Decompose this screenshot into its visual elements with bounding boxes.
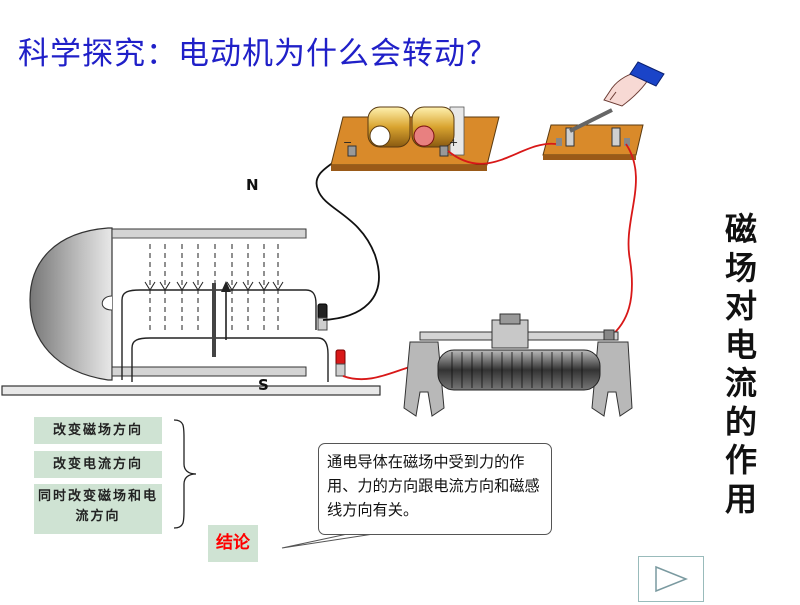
magnet-pole-bottom [111,366,307,377]
play-triangle-icon [655,565,689,593]
switch-blade [569,108,613,133]
conclusion-callout: 通电导体在磁场中受到力的作用、力的方向跟电流方向和磁感线方向有关。 [318,443,552,535]
side-title-char: 流 [724,364,757,402]
hand-icon [603,61,665,107]
side-title-char: 电 [724,325,757,364]
pole-label-north: N [246,176,259,194]
side-title: 磁 场 对 电 流 的 作 用 [716,210,766,518]
pole-label-south: S [258,376,269,394]
side-title-char: 场 [724,248,757,287]
side-title-char: 对 [724,287,757,325]
magnet-pole-top [111,228,307,239]
lower-rail [131,337,329,382]
conductor-rod [212,283,216,357]
black-wire [315,159,380,321]
svg-text:+: + [449,136,458,149]
next-slide-button[interactable] [638,556,704,602]
option-change-magnetic-field[interactable]: 改变磁场方向 [34,417,162,444]
option-change-both[interactable]: 同时改变磁场和电流方向 [34,484,162,534]
side-title-char: 作 [724,441,757,479]
svg-text:−: − [343,136,352,149]
rheostat [403,313,633,417]
page-title: 科学探究：电动机为什么会转动？ [18,36,498,72]
u-magnet [29,227,113,381]
red-wire-battery-switch [447,142,557,165]
side-title-char: 的 [724,402,757,441]
option-change-current-direction[interactable]: 改变电流方向 [34,451,162,478]
side-title-char: 磁 [724,210,757,248]
side-title-char: 用 [724,479,757,518]
red-wire-switch-rheostat [609,143,637,338]
callout-tail [281,532,381,549]
base-plate [1,385,381,396]
conclusion-button[interactable]: 结论 [208,525,258,562]
brace-icon [173,419,197,529]
